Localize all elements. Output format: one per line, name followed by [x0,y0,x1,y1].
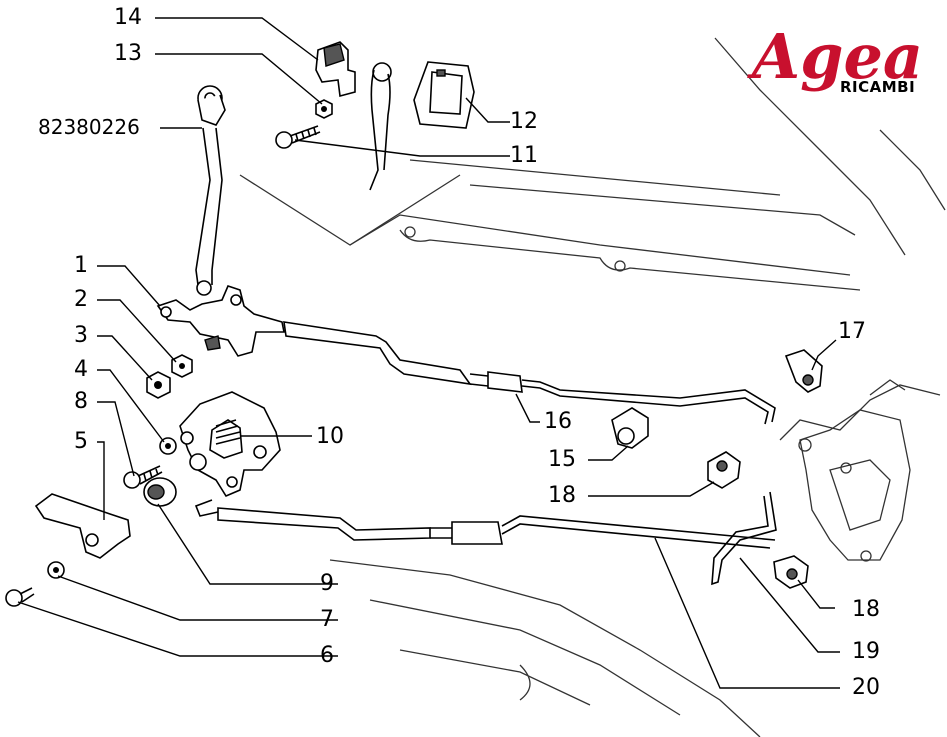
part-8-screw [123,465,163,489]
callout-18-lower: 18 [852,597,880,622]
part-2-nut [171,354,193,378]
part-11-screw [275,125,321,149]
brand-wordmark: Agea [747,20,923,93]
part-7-clip [47,561,65,579]
callout-13: 13 [114,41,142,66]
part-5-lever [34,493,131,559]
part-13-nut [315,99,333,119]
callout-19: 19 [852,639,880,664]
part-12-bracket [413,61,475,129]
part-9-bushing [143,477,177,507]
callout-15: 15 [548,447,576,472]
part-14-clip [315,41,356,98]
callout-5: 5 [74,429,88,454]
callout-8: 8 [74,389,88,414]
part-17-clip [784,349,823,393]
agea-logo: Agea RICAMBI [747,20,923,96]
callout-18-upper: 18 [548,483,576,508]
leader-lines [17,17,840,689]
part-16-rod-upper [283,321,776,425]
part-1-lever-assembly [156,285,285,357]
callout-2: 2 [74,287,88,312]
callout-9: 9 [320,571,334,596]
door-latch-outline [798,409,911,562]
part-number-label: 82380226 [38,115,140,139]
callout-labels: 14 13 82380226 12 11 1 2 3 4 8 5 10 9 7 … [38,5,880,700]
brand-tagline: RICAMBI [840,78,915,96]
callout-12: 12 [510,109,538,134]
part-18-clip-upper [707,451,741,489]
door-handle-rod-upper [369,62,392,191]
callout-6: 6 [320,643,334,668]
callout-3: 3 [74,323,88,348]
vehicle-body-outline [239,37,946,737]
callout-7: 7 [320,607,334,632]
part-3-nut [146,371,171,399]
part-19-rod [711,491,777,586]
callout-10: 10 [316,424,344,449]
part-15-clip [611,407,649,449]
callout-16: 16 [544,409,572,434]
callout-17: 17 [838,319,866,344]
callout-20: 20 [852,675,880,700]
part-10-lock-mechanism [179,391,281,498]
callout-11: 11 [510,143,538,168]
callout-4: 4 [74,357,88,382]
part-18-clip-lower [773,555,809,589]
linkage-rod-82380226 [195,85,226,296]
callout-1: 1 [74,253,88,278]
callout-14: 14 [114,5,142,30]
part-20-rod-lower [194,499,776,549]
